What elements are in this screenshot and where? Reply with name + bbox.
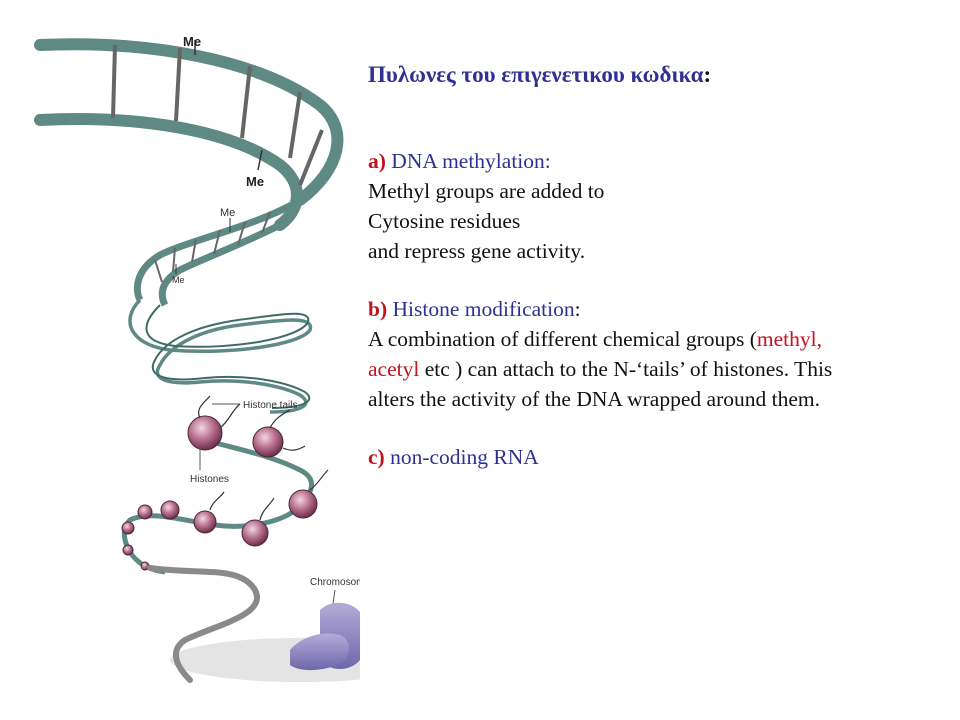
section-a-line-1: Methyl groups are added to xyxy=(368,179,605,203)
section-a-letter: a) xyxy=(368,149,386,173)
section-b-colon: : xyxy=(574,297,581,321)
section-b-line-3: alters the activity of the DNA wrapped a… xyxy=(368,387,820,411)
section-b-letter: b) xyxy=(368,297,388,321)
double-helix-coil xyxy=(128,298,313,414)
section-b-line-2-text: etc ) can attach to the N-‘tails’ of his… xyxy=(419,357,833,381)
dna-ladder-middle xyxy=(134,197,302,307)
section-c-title: non-coding RNA xyxy=(390,445,539,469)
section-c-heading: c) non-coding RNA xyxy=(368,442,953,472)
methyl-label-2: Me xyxy=(246,174,264,189)
methyl-label-3: Me xyxy=(220,207,235,219)
histones-label: Histones xyxy=(190,474,229,485)
section-c-letter: c) xyxy=(368,445,385,469)
section-b-methyl: methyl, xyxy=(756,327,822,351)
page-title-colon: : xyxy=(703,62,712,87)
section-c: c) non-coding RNA xyxy=(368,442,953,472)
dna-ladder-top xyxy=(34,38,344,231)
histone-group xyxy=(121,415,318,571)
histone-tails xyxy=(198,395,329,521)
methyl-label-1: Me xyxy=(183,34,201,49)
section-a-line-3: and repress gene activity. xyxy=(368,239,586,263)
section-a-title: DNA methylation: xyxy=(391,149,551,173)
section-a-line-2: Cytosine residues xyxy=(368,209,521,233)
methyl-label-4: Me xyxy=(172,275,185,285)
section-b-line-2: acetyl etc ) can attach to the N-‘tails’… xyxy=(368,354,953,384)
histone-tails-label: Histone tails xyxy=(243,400,297,411)
chromosome-shape xyxy=(290,602,360,671)
linker-strand xyxy=(147,565,260,683)
section-b-acetyl: acetyl xyxy=(368,357,420,381)
epigenetics-illustration: Me Me Me Me Histone tails Histones Chrom… xyxy=(34,34,360,683)
section-b-heading: b) Histone modification: xyxy=(368,294,953,324)
section-b-line-1: A combination of different chemical grou… xyxy=(368,324,953,354)
section-a-heading: a) DNA methylation: xyxy=(368,146,953,176)
chromatin-fibre xyxy=(121,437,314,575)
section-b-line-1-text: A combination of different chemical grou… xyxy=(368,327,757,351)
page-title-text: Πυλωνες του επιγενετικου κωδικα xyxy=(368,62,704,87)
section-b: b) Histone modification: A combination o… xyxy=(368,294,953,414)
page-title: Πυλωνες του επιγενετικου κωδικα: xyxy=(368,62,953,88)
text-panel: Πυλωνες του επιγενετικου κωδικα: a) DNA … xyxy=(368,62,953,500)
chromosome-label: Chromosome xyxy=(310,577,360,588)
section-b-title: Histone modification xyxy=(392,297,575,321)
section-a: a) DNA methylation: Methyl groups are ad… xyxy=(368,146,953,266)
